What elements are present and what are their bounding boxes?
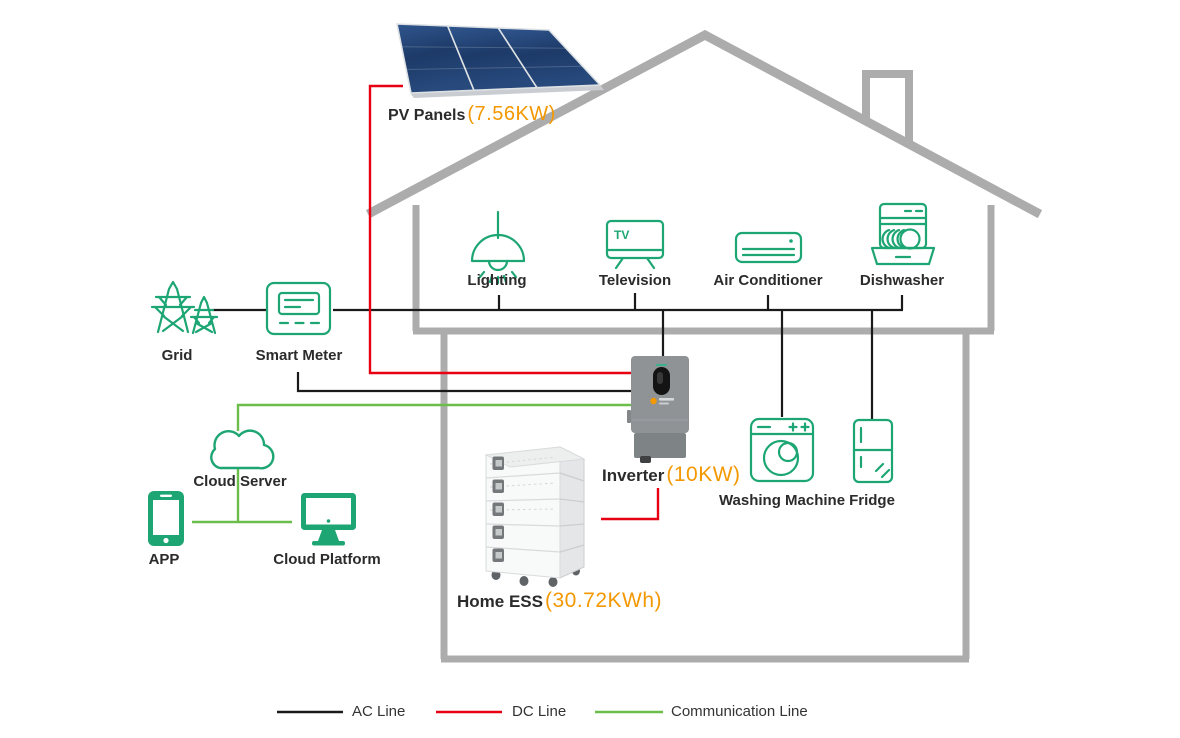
cloud-platform-icon <box>301 493 356 546</box>
pv-panels-label: PV Panels (7.56KW) <box>388 103 556 126</box>
fridge-icon <box>852 418 894 484</box>
smart-meter-icon <box>265 281 332 336</box>
ac-lines <box>213 293 904 419</box>
air-conditioner-icon <box>734 231 803 264</box>
lighting-icon <box>470 210 526 285</box>
washing-machine-label: Washing Machine <box>718 492 846 509</box>
inverter-name: Inverter <box>602 466 665 485</box>
roof <box>365 29 1043 219</box>
pv-panels-value: (7.56KW) <box>467 103 556 125</box>
app-icon <box>148 491 184 546</box>
cloud-icon <box>210 429 275 470</box>
home-ess-name: Home ESS <box>457 592 543 611</box>
pv-panels-name: PV Panels <box>388 107 466 124</box>
smart-meter-label: Smart Meter <box>255 347 343 364</box>
lighting-label: Lighting <box>467 272 527 289</box>
dishwasher-icon <box>870 202 936 266</box>
television-label: Television <box>598 272 672 289</box>
home-ess-image <box>484 446 586 587</box>
cloud-server-label: Cloud Server <box>193 473 287 490</box>
inverter-image <box>627 356 689 463</box>
communication-lines <box>192 403 631 524</box>
legend-ac-label: AC Line <box>352 703 406 720</box>
inverter-value: (10KW) <box>666 463 741 486</box>
air-conditioner-label: Air Conditioner <box>713 272 823 289</box>
washing-machine-icon <box>749 417 815 483</box>
chimney <box>862 70 913 144</box>
grid-icon <box>150 280 219 335</box>
fridge-label: Fridge <box>849 492 895 509</box>
pv-panels-image <box>396 23 604 98</box>
grid-label: Grid <box>161 347 193 364</box>
ess-connectors <box>492 456 504 562</box>
television-icon: TV <box>605 219 665 270</box>
dc-lines <box>368 84 660 521</box>
dishwasher-label: Dishwasher <box>859 272 945 289</box>
home-ess-value: (30.72KWh) <box>544 589 663 612</box>
walls <box>412 205 995 663</box>
cloud-platform-label: Cloud Platform <box>273 551 381 568</box>
home-ess-label: Home ESS (30.72KWh) <box>457 589 662 613</box>
legend-comm-label: Communication Line <box>671 703 808 720</box>
inverter-label: Inverter (10KW) <box>602 463 741 487</box>
tv-screen-text: TV <box>614 228 629 242</box>
app-label: APP <box>148 551 180 568</box>
legend-dc-label: DC Line <box>512 703 567 720</box>
house-outline <box>365 29 1043 663</box>
